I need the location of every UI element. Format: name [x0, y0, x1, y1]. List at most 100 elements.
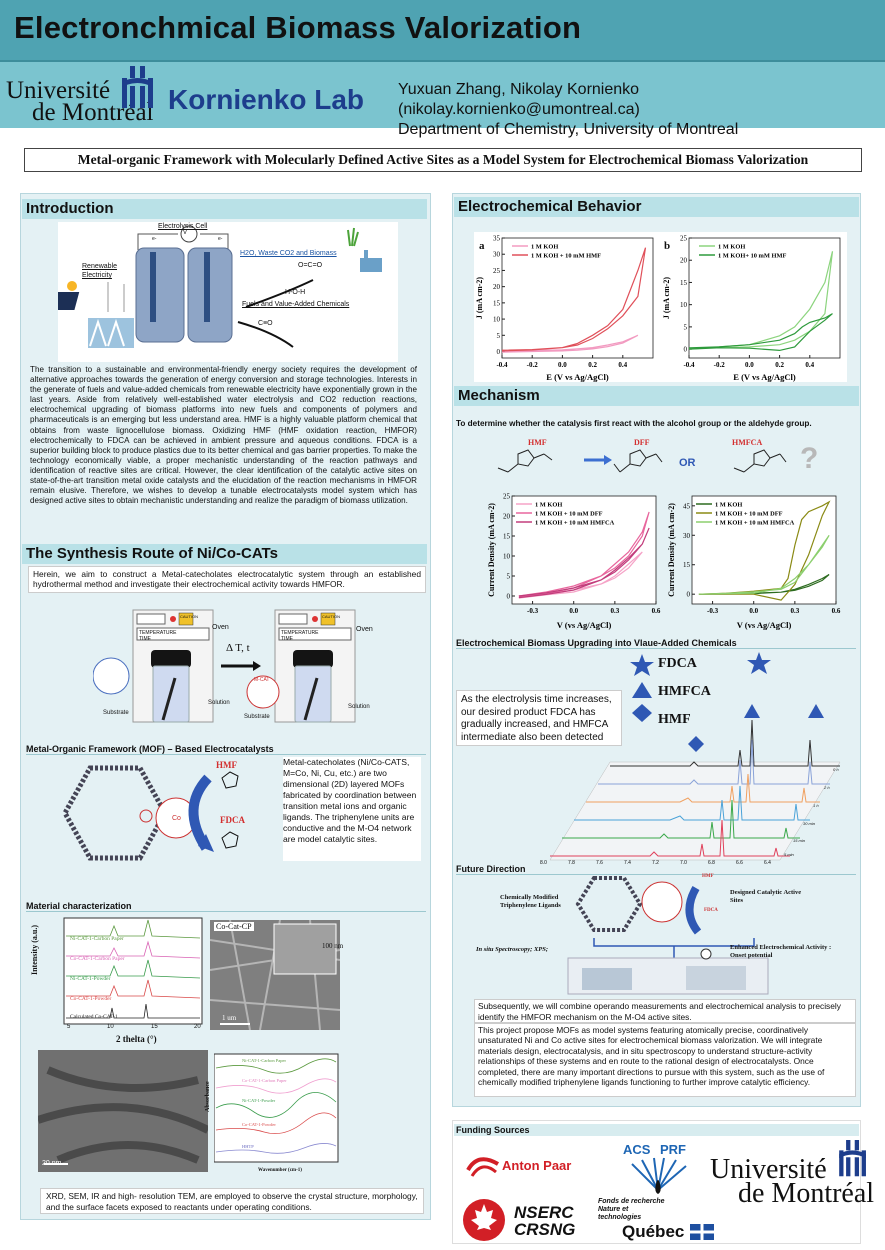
y-tick-label: 45 [683, 502, 691, 510]
future-fdca: FDCA [704, 908, 718, 913]
xrd-tick-15: 15 [151, 1024, 158, 1030]
sem-scale: 1 um [222, 1014, 237, 1022]
legend-label: 1 M KOH [715, 502, 742, 509]
x-axis-label: V (vs Ag/AgCl) [737, 620, 792, 630]
crsng-label: CRSNG [514, 1220, 576, 1239]
mof-co-label: Co [172, 815, 181, 822]
legend-label: 1 M KOH + 10 mM HMF [531, 253, 601, 260]
nmr-x-tick: 6.4 [764, 860, 771, 866]
material-heading: Material characterization [26, 901, 426, 912]
mof-hmf-label: HMF [216, 760, 237, 770]
y-axis-label: J (mA cm-2) [662, 277, 671, 320]
x-axis-label: V (vs Ag/AgCl) [557, 620, 612, 630]
funding-udem-1: Université [710, 1154, 827, 1185]
time-label-0: 0 h [833, 767, 839, 772]
x-tick-label: 0.4 [618, 361, 627, 369]
legend-label: 1 M KOH [531, 244, 558, 251]
y-tick-label: 15 [680, 279, 688, 287]
y-tick-label: 20 [680, 257, 688, 265]
legend-label: 1 M KOH + 10 mM HMFCA [715, 520, 795, 527]
y-tick-label: 10 [503, 553, 511, 561]
water-label: H-O-H [285, 289, 306, 296]
ir-series-4: Co-CAT-1-Powder [242, 1122, 276, 1127]
x-tick-label: -0.2 [714, 361, 726, 369]
mof-text: Metal-catecholates (Ni/Co-CATS, M=Co, Ni… [283, 757, 417, 844]
x-tick-label: 0.6 [652, 607, 661, 615]
future-diagram [567, 876, 769, 995]
y-tick-label: 15 [493, 299, 501, 307]
plot-frame [688, 237, 841, 359]
y-tick-label: 5 [497, 332, 501, 340]
y-axis-label: Current Density (mA cm-2) [667, 503, 676, 597]
mech-hmf: HMF [528, 438, 547, 447]
x-axis-label: E (V vs Ag/AgCl) [546, 372, 609, 382]
nserc-maple-leaf-icon [463, 1199, 505, 1241]
x-tick-label: 0.0 [749, 607, 758, 615]
xrd-ylabel: Intensity (a.u.) [30, 924, 39, 975]
sem-texture [209, 919, 341, 1031]
xrd-xlabel: 2 thelta (°) [116, 1034, 157, 1044]
authors-line-1: Yuxuan Zhang, Nikolay Kornienko (nikolay… [398, 81, 640, 118]
series-line-3 [518, 527, 650, 599]
y-tick-label: 15 [683, 561, 691, 569]
x-tick-label: -0.3 [527, 607, 539, 615]
legend-hmfca: HMFCA [658, 684, 711, 699]
tem-texture [36, 1050, 210, 1172]
sem-label: Co-Cat-CP [214, 922, 254, 931]
mcat-label: M-CAT [254, 677, 270, 683]
y-tick-label: 25 [493, 267, 501, 275]
mech-hmfca: HMFCA [732, 438, 763, 447]
x-tick-label: -0.3 [707, 607, 719, 615]
legend-fdca: FDCA [658, 656, 697, 671]
material-caption: XRD, SEM, IR and high- resolution TEM, a… [46, 1191, 418, 1212]
legend-hmf: HMF [658, 712, 691, 727]
electron-left: e- [152, 236, 157, 242]
left-column-panel [20, 193, 431, 1220]
quebec-label: Québec [622, 1222, 685, 1241]
time-label-4: 15 min [793, 838, 806, 843]
y-tick-label: 0 [507, 593, 511, 601]
xrd-tick-20: 20 [194, 1024, 201, 1030]
mechanism-heading: Mechanism [454, 386, 859, 406]
future-heading: Future Direction [456, 864, 856, 875]
xrd-tick-5: 5 [67, 1024, 71, 1030]
future-text1-box: Subsequently, we will combine operando m… [474, 999, 856, 1023]
solution-right: Solution [348, 704, 370, 710]
electrolysis-cell-label: Electrolysis Cell [158, 223, 208, 230]
prf-label: PRF [660, 1142, 686, 1157]
nmr-x-tick: 7.6 [596, 860, 603, 866]
ir-plot [214, 1053, 339, 1163]
legend-label: 1 M KOH+ 10 mM HMF [718, 253, 787, 260]
funding-udem-logo-icon [839, 1140, 866, 1177]
co-label: C≡O [258, 320, 273, 327]
mech-or: OR [679, 457, 696, 469]
tem-image [36, 1050, 210, 1172]
substrate-right: Substrate [244, 714, 270, 720]
nmr-x-tick: 8.0 [540, 860, 547, 866]
future-enhanced: Enhanced Electrochemical Activity : Onse… [730, 944, 832, 959]
legend-label: 1 M KOH [718, 244, 745, 251]
lab-name: Kornienko Lab [168, 84, 365, 115]
ir-series-2: Co-CAT-1-Carbon Paper [242, 1078, 287, 1083]
time-label-3: 30 min [803, 821, 816, 826]
future-spectroscopy: In situ Spectroscopy; XPS; [476, 946, 549, 953]
synthesis-diagram [92, 608, 383, 726]
x-tick-label: -0.2 [527, 361, 539, 369]
x-tick-label: 0.4 [805, 361, 814, 369]
authors-line-2: Department of Chemistry, University of M… [398, 121, 739, 138]
mechanism-question: To determine whether the catalysis first… [456, 419, 812, 428]
electrolysis-cell-drawing [40, 225, 382, 348]
y-tick-label: 35 [493, 235, 501, 243]
future-text1: Subsequently, we will combine operando m… [478, 1001, 841, 1022]
nmr-x-tick: 6.8 [708, 860, 715, 866]
electrochem-heading: Electrochemical Behavior [454, 197, 859, 217]
ir-series-3: Ni-CAT-1-Powder [242, 1098, 276, 1103]
xrd-plot [63, 917, 203, 1025]
mof-fdca-label: FDCA [220, 815, 245, 825]
material-caption-box: XRD, SEM, IR and high- resolution TEM, a… [40, 1188, 424, 1214]
ir-series-5: HHTP [242, 1144, 254, 1149]
